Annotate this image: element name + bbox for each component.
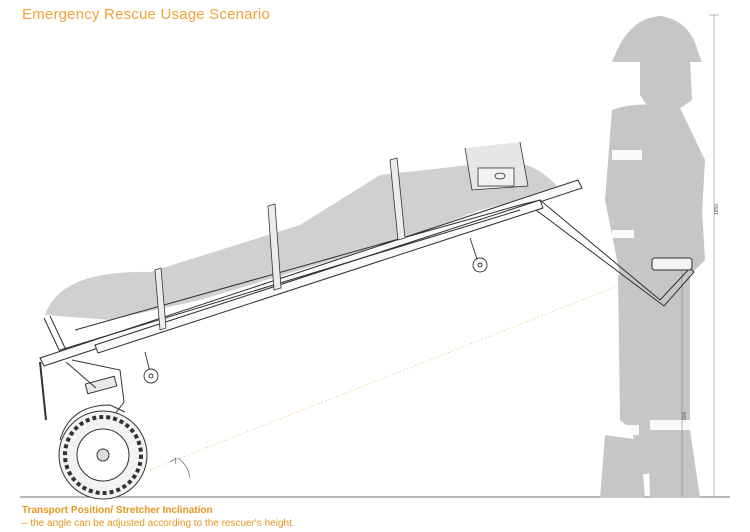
angle-arc xyxy=(177,457,191,479)
front-handle xyxy=(519,199,695,307)
reflective-bands xyxy=(607,150,690,435)
patient-straps xyxy=(154,157,406,331)
handle-grip xyxy=(651,257,693,271)
caster-wheel-rear xyxy=(143,351,159,384)
caption-subtext: – the angle can be adjusted according to… xyxy=(22,518,295,529)
backrest-panel xyxy=(464,141,529,191)
patient-silhouette xyxy=(45,160,560,320)
large-wheel xyxy=(58,404,148,500)
page-title: Emergency Rescue Usage Scenario xyxy=(22,6,270,23)
dimension-label-total: 1850 xyxy=(714,204,720,215)
dimension-height-total xyxy=(709,14,719,497)
angle-arrow-icon xyxy=(169,457,177,465)
caster-wheel-front xyxy=(469,237,488,273)
caption-heading: Transport Position/ Stretcher Inclinatio… xyxy=(22,505,213,516)
rear-suspension xyxy=(39,359,125,421)
inclination-guide-line xyxy=(149,284,621,471)
dimension-label-handle: 900 xyxy=(682,411,688,420)
